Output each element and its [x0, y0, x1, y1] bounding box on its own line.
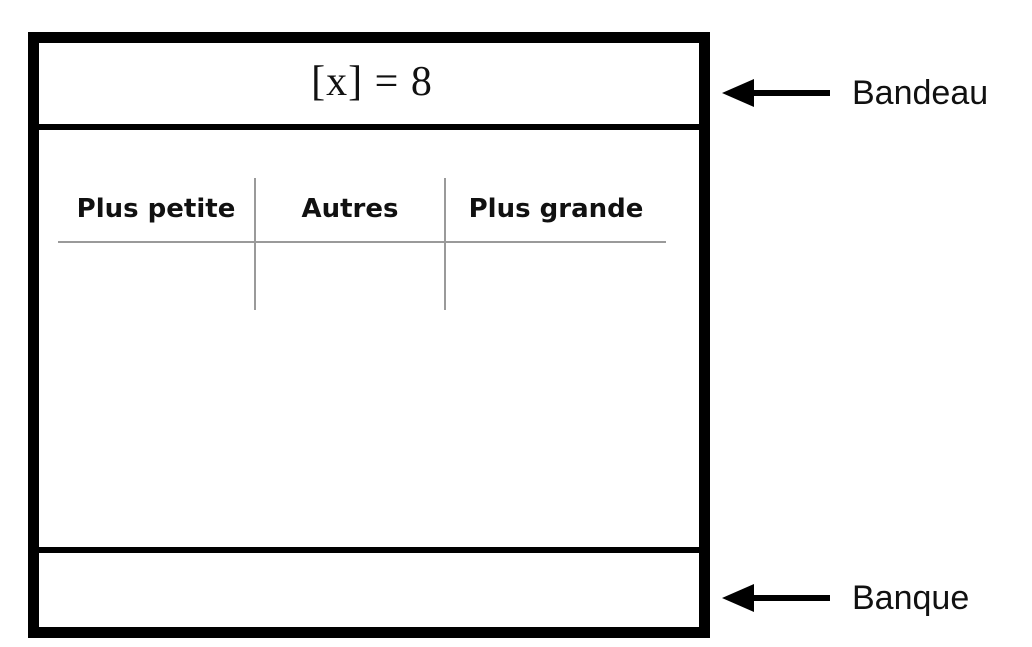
arrow-left-icon — [722, 584, 830, 612]
banque-panel — [39, 547, 699, 627]
arrow-left-icon — [722, 79, 830, 107]
table-column-divider-1 — [254, 178, 256, 310]
interface-frame: [x] = 8 Plus petite Autres Plus grande — [28, 32, 710, 638]
banque-callout: Banque — [722, 579, 970, 617]
table-header-divider — [58, 241, 666, 243]
column-header-autres: Autres — [301, 194, 399, 224]
bandeau-callout: Bandeau — [722, 74, 989, 112]
banque-label: Banque — [852, 579, 970, 617]
target-formula: [x] = 8 — [311, 58, 433, 105]
column-header-plus-grande: Plus grande — [468, 194, 644, 224]
sorting-table: Plus petite Autres Plus grande — [58, 178, 666, 310]
table-column-divider-2 — [444, 178, 446, 310]
column-header-plus-petite: Plus petite — [76, 194, 236, 224]
bandeau-panel: [x] = 8 — [39, 43, 699, 130]
workspace-panel: Plus petite Autres Plus grande — [39, 130, 699, 556]
bandeau-label: Bandeau — [852, 74, 989, 112]
